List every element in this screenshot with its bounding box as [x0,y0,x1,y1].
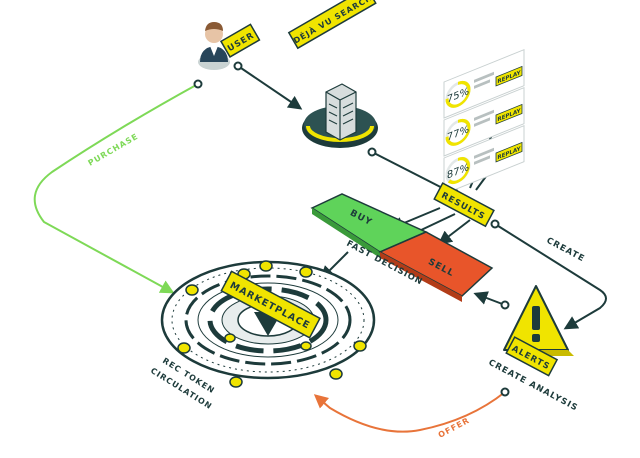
create-line [494,223,607,330]
user-to-search-line [237,65,303,110]
result-card-2[interactable]: 77% REPLAY [443,86,525,157]
results-to-sell-line [437,219,471,245]
buy-button[interactable]: BUY [310,193,428,258]
deja-vu-search-node[interactable]: DÉJÀ VU SEARCH [287,0,378,148]
results-cards: 75% REPLAY 77% REPLAY 87% REPLAY [443,48,525,195]
token-coins [177,260,367,388]
purchase-label: PURCHASE [87,132,140,168]
result-card-3[interactable]: 87% REPLAY [443,124,525,195]
server-icon [325,83,357,141]
user-avatar-icon [198,22,230,70]
offer-line [313,391,506,433]
marketplace-node[interactable]: MARKETPLACE REC TOKEN CIRCULATION [149,260,376,411]
result-card-1[interactable]: 75% REPLAY [443,48,525,119]
offer-label: OFFER [437,416,472,440]
sell-button[interactable]: SELL [378,231,494,302]
user-node[interactable]: USER [198,22,261,70]
alerts-to-sell-line [473,291,506,306]
purchase-line [33,83,199,294]
